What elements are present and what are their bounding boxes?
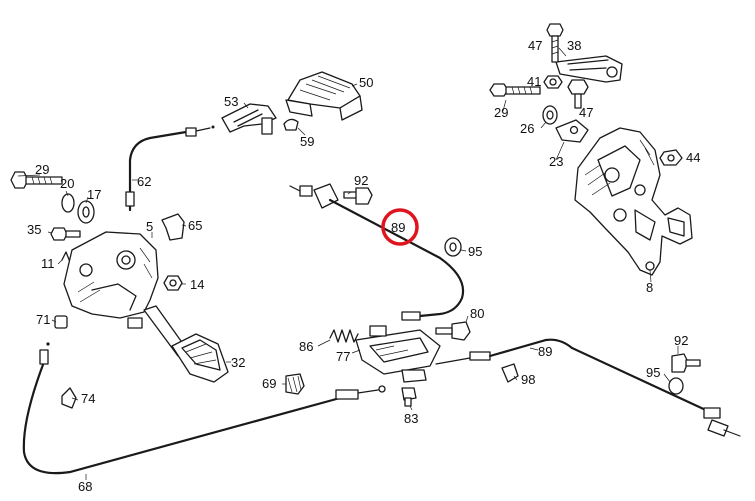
mount-part-50 [285,71,363,121]
pedal-bracket-part-5 [63,231,159,319]
nut-part-14 [163,275,183,291]
label-5: 5 [146,219,153,234]
label-69: 69 [262,376,276,391]
label-29-right: 29 [494,105,508,120]
cable-part-68 [22,342,386,475]
bolt-part-92-lower [671,353,701,373]
bolt-part-29-right [489,83,541,97]
bushing-part-17 [77,200,95,224]
pedal-arm-part-32 [127,305,229,383]
label-23: 23 [549,154,563,169]
label-47-top: 47 [528,38,542,53]
label-89-upper: 89 [391,220,405,235]
label-74: 74 [81,391,95,406]
highlight-ring [381,208,419,246]
label-20: 20 [60,176,74,191]
label-89-lower: 89 [538,344,552,359]
clip-part-59 [283,118,299,131]
bolt-part-47-top [546,23,564,63]
cable-part-89-lower [435,338,741,437]
cable-part-62 [125,125,215,212]
spring-part-86 [329,329,359,343]
label-71: 71 [36,312,50,327]
label-92-upper: 92 [354,173,368,188]
lever-arm-part-38 [555,55,623,83]
parking-brake-bracket-part-8 [574,127,693,276]
label-86: 86 [299,339,313,354]
washer-part-20 [61,193,75,213]
label-95-upper: 95 [468,244,482,259]
label-14: 14 [190,277,204,292]
clip-part-23 [555,119,589,143]
clip-part-74 [61,387,77,409]
clip-part-98 [501,363,519,383]
bolt-part-47-mid [567,79,589,109]
label-38: 38 [567,38,581,53]
label-98: 98 [521,372,535,387]
bushing-part-71 [54,315,68,329]
label-77: 77 [336,349,350,364]
label-53: 53 [224,94,238,109]
label-92-lower: 92 [674,333,688,348]
part-labels: 47 38 41 47 29 26 23 44 8 50 53 59 62 29… [27,38,700,494]
label-11: 11 [41,256,55,271]
nut-part-41 [543,75,563,89]
label-32: 32 [231,355,245,370]
leader-lines [17,47,679,480]
label-95-lower: 95 [646,365,660,380]
label-62: 62 [137,174,151,189]
label-17: 17 [87,187,101,202]
bolt-part-83 [401,387,417,407]
cable-part-89-upper [289,183,465,321]
bracket-part-53 [221,103,277,135]
equalizer-part-77 [355,325,441,383]
label-68: 68 [78,479,92,494]
label-83: 83 [404,411,418,426]
label-26: 26 [520,121,534,136]
clip-part-65 [161,213,185,241]
label-29-left: 29 [35,162,49,177]
label-35: 35 [27,222,41,237]
label-80: 80 [470,306,484,321]
washer-part-26 [542,105,558,125]
label-50: 50 [359,75,373,90]
label-47-mid: 47 [579,105,593,120]
grommet-part-69 [285,373,305,395]
label-65: 65 [188,218,202,233]
nut-part-44 [659,149,683,166]
bushing-part-95-upper [444,237,462,257]
label-8: 8 [646,280,653,295]
label-44: 44 [686,150,700,165]
bolt-part-92-upper [343,187,373,205]
label-59: 59 [300,134,314,149]
bolt-part-80 [435,321,471,341]
label-41: 41 [527,74,541,89]
bolt-part-35 [50,227,81,241]
bushing-part-95-lower [668,377,684,395]
